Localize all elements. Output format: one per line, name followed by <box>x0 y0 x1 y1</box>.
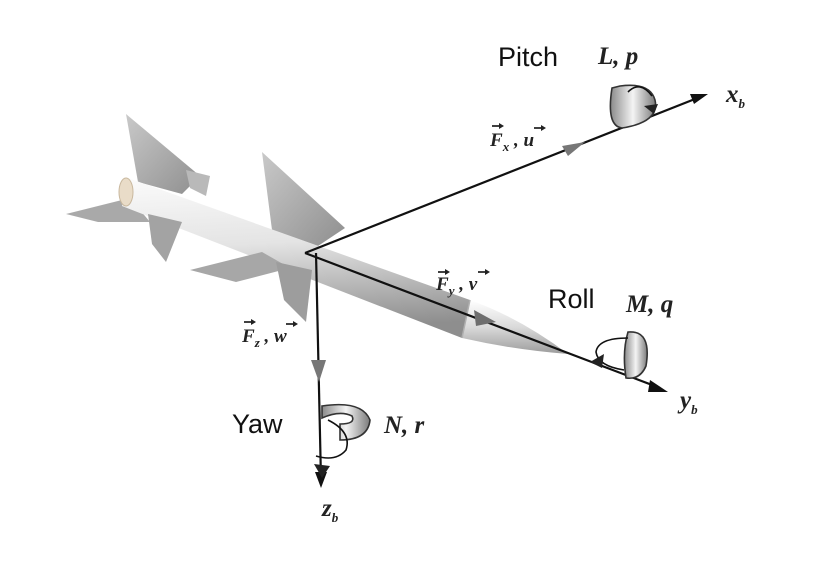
z-axis-label: zb <box>321 495 339 525</box>
yaw-moment-label: N, r <box>383 412 425 439</box>
missile-front-upper-fin <box>262 152 345 246</box>
missile-nose-cone <box>462 300 568 354</box>
y-axis-arrowhead <box>648 380 668 392</box>
y-force-arrowhead <box>474 310 496 326</box>
yaw-label: Yaw <box>232 409 283 439</box>
z-force-arrowhead <box>311 360 326 382</box>
missile-nose-seam <box>461 299 471 339</box>
x-force-arrowhead <box>562 142 585 156</box>
y-axis-label: yb <box>677 387 698 417</box>
z-axis-arrowhead <box>315 472 327 488</box>
pitch-label: Pitch <box>498 42 558 72</box>
missile-front-side-fin <box>190 252 290 282</box>
x-force-velocity-label: Fx , u <box>489 123 546 154</box>
svg-text:Fy , v: Fy , v <box>435 274 478 298</box>
roll-label: Roll <box>548 284 595 314</box>
missile-body <box>122 178 470 338</box>
svg-text:Fz , w: Fz , w <box>241 326 287 350</box>
missile-rear-upper-fin <box>126 114 200 194</box>
z-force-velocity-label: Fz , w <box>241 319 298 350</box>
missile-rear-lower-fin <box>148 214 182 262</box>
yaw-rotation-arrow-icon <box>314 403 371 478</box>
missile <box>66 114 568 354</box>
roll-rotation-arrow-icon <box>590 331 648 380</box>
pitch-moment-label: L, p <box>597 43 638 70</box>
missile-rear-top-fin <box>186 170 210 196</box>
roll-moment-label: M, q <box>625 291 673 318</box>
x-axis-label: xb <box>725 81 746 111</box>
y-force-velocity-label: Fy , v <box>435 269 490 298</box>
x-axis-arrowhead <box>690 94 708 104</box>
missile-tail-cap <box>118 177 134 207</box>
svg-text:Fx , u: Fx , u <box>489 130 534 154</box>
pitch-rotation-arrow-icon <box>609 84 658 129</box>
missile-front-lower-fin <box>276 262 312 322</box>
